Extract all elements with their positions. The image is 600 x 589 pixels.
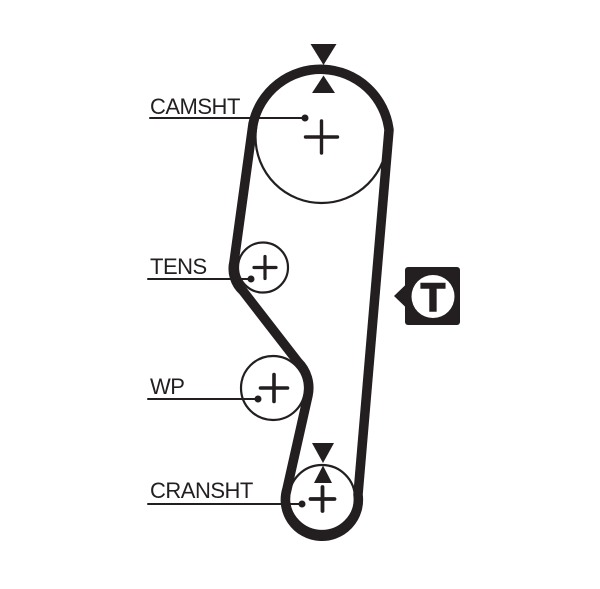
camshaft-arrow-up-icon	[312, 75, 335, 93]
diagram-strokes	[147, 64, 394, 541]
camshaft-arrow-down-icon	[310, 44, 337, 65]
tensioner-leader-dot	[247, 275, 255, 283]
camshaft-leader-dot	[301, 114, 309, 122]
camshaft-label: CAMSHT	[150, 94, 240, 119]
timing-belt	[228, 64, 394, 541]
water-pump-center-mark	[258, 372, 290, 404]
tensioner-pulley	[236, 241, 290, 294]
crankshaft-center-mark	[308, 485, 337, 513]
timing-mark-badge: T	[394, 267, 460, 325]
timing-mark-circle	[411, 275, 455, 318]
camshaft-center-mark	[303, 119, 340, 155]
crankshaft-label: CRANSHT	[150, 478, 253, 503]
timing-mark-letter: T	[421, 276, 445, 320]
tensioner-label: TENS	[150, 254, 207, 279]
water-pump-leader-dot	[254, 395, 262, 403]
diagram-fills: CAMSHT TENS WP CRANSHT T	[150, 44, 460, 508]
water-pump-label: WP	[150, 374, 184, 399]
timing-mark-arrow-icon	[394, 283, 407, 309]
crankshaft-arrow-up-icon	[314, 465, 332, 483]
crankshaft-arrow-down-icon	[312, 443, 334, 463]
crankshaft-leader-dot	[298, 500, 306, 508]
tensioner-center-mark	[252, 254, 278, 281]
